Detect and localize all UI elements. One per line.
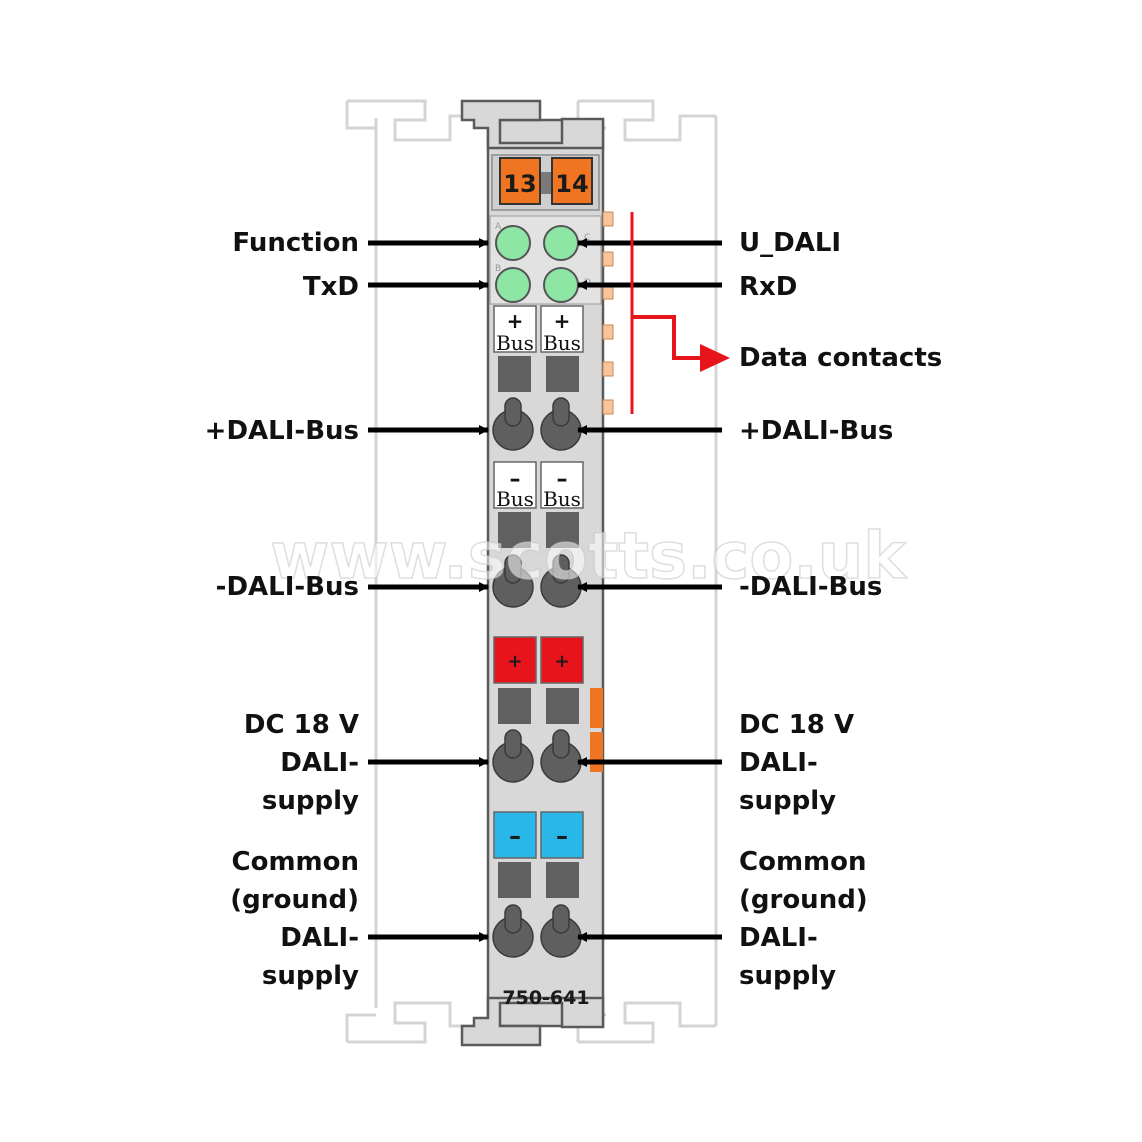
label-rxd: RxD bbox=[739, 272, 798, 302]
marker-plus-left-sign: + bbox=[507, 651, 522, 672]
watermark: www.scotts.co.uk bbox=[270, 520, 907, 594]
marker-plus-right-sign: + bbox=[554, 651, 569, 672]
marker-minus-left-sign: – bbox=[509, 822, 521, 850]
label-common-left-line-2: (ground) bbox=[230, 885, 359, 915]
terminal-tab-14 bbox=[551, 157, 593, 205]
release-button bbox=[546, 356, 579, 392]
marker-minus-bus-right bbox=[540, 461, 584, 509]
label-common-right-line-3: DALI- bbox=[739, 923, 818, 953]
clamp-supply-minus-left bbox=[492, 904, 534, 958]
label-common-right-line-1: Common bbox=[739, 847, 867, 877]
label-data-contacts: Data contacts bbox=[739, 343, 943, 373]
clamp-minus-dali-bus-right bbox=[540, 554, 582, 608]
label-common-right: Common (ground) DALI- supply bbox=[739, 843, 868, 995]
marker-minus-bus-left-text: Bus bbox=[496, 487, 534, 511]
label-common-left: Common (ground) DALI- supply bbox=[230, 843, 359, 995]
marker-minus-right-sign: – bbox=[556, 822, 568, 850]
label-supply-left-line-2: DALI- bbox=[280, 748, 359, 778]
marker-minus-bus-right-sign: – bbox=[557, 467, 568, 492]
led-u-dali bbox=[543, 225, 579, 261]
part-number: 750-641 bbox=[502, 987, 589, 1009]
terminal-module: 13 14 A B C D + Bus + Bus – bbox=[460, 99, 614, 1047]
label-supply-left-line-1: DC 18 V bbox=[243, 710, 359, 740]
label-minus-dali-bus-right: -DALI-Bus bbox=[739, 572, 883, 602]
label-common-right-line-4: supply bbox=[739, 961, 837, 991]
label-supply-right-line-2: DALI- bbox=[739, 748, 818, 778]
marker-plus-bus-right bbox=[540, 305, 584, 353]
marker-minus-bus-left bbox=[493, 461, 537, 509]
label-common-left-line-4: supply bbox=[261, 961, 359, 991]
terminal-number-13: 13 bbox=[503, 170, 536, 198]
clamp-plus-dali-bus-left bbox=[492, 397, 534, 451]
clamp-supply-plus-right bbox=[540, 729, 582, 783]
release-button bbox=[498, 512, 531, 548]
marker-minus-right bbox=[540, 811, 584, 859]
label-minus-dali-bus-left: -DALI-Bus bbox=[215, 572, 359, 602]
marker-minus-bus-right-text: Bus bbox=[543, 487, 581, 511]
label-supply-right-line-3: supply bbox=[739, 786, 837, 816]
power-jumper-contact bbox=[590, 732, 603, 772]
label-supply-left: DC 18 V DALI- supply bbox=[244, 706, 359, 820]
label-u-dali: U_DALI bbox=[739, 228, 842, 258]
marker-plus-bus-left-sign: + bbox=[507, 309, 524, 333]
release-button bbox=[546, 512, 579, 548]
label-txd: TxD bbox=[302, 272, 359, 302]
label-supply-left-line-3: supply bbox=[261, 786, 359, 816]
release-button bbox=[498, 688, 531, 724]
release-button bbox=[498, 862, 531, 898]
neighbour-module-left bbox=[345, 99, 474, 1044]
clamp-minus-dali-bus-left bbox=[492, 554, 534, 608]
release-button bbox=[546, 862, 579, 898]
arrows-left bbox=[368, 238, 489, 942]
led-function bbox=[495, 225, 531, 261]
release-button bbox=[546, 688, 579, 724]
clamp-plus-dali-bus-right bbox=[540, 397, 582, 451]
label-function: Function bbox=[232, 228, 359, 258]
marker-plus-bus-right-sign: + bbox=[554, 309, 571, 333]
label-common-right-line-2: (ground) bbox=[739, 885, 868, 915]
data-contacts-arrowhead bbox=[700, 344, 730, 372]
marker-minus-bus-left-sign: – bbox=[510, 467, 521, 492]
label-supply-right: DC 18 V DALI- supply bbox=[739, 706, 854, 820]
led-letter-a: A bbox=[495, 222, 502, 232]
clamp-supply-plus-left bbox=[492, 729, 534, 783]
led-rxd bbox=[543, 267, 579, 303]
label-supply-right-line-1: DC 18 V bbox=[739, 710, 855, 740]
release-button bbox=[498, 356, 531, 392]
marker-plus-bus-left bbox=[493, 305, 537, 353]
arrows-right bbox=[577, 238, 722, 942]
label-plus-dali-bus-left: +DALI-Bus bbox=[204, 416, 359, 446]
marker-plus-bus-right-text: Bus bbox=[543, 331, 581, 355]
label-plus-dali-bus-right: +DALI-Bus bbox=[739, 416, 894, 446]
led-txd bbox=[495, 267, 531, 303]
data-contacts-bracket bbox=[630, 212, 730, 414]
terminal-number-14: 14 bbox=[555, 170, 588, 198]
marker-plus-bus-left-text: Bus bbox=[496, 331, 534, 355]
terminal-tab-13 bbox=[499, 157, 541, 205]
label-common-left-line-3: DALI- bbox=[280, 923, 359, 953]
marker-minus-left bbox=[493, 811, 537, 859]
label-common-left-line-1: Common bbox=[231, 847, 360, 877]
power-jumper-contact bbox=[590, 688, 603, 728]
marker-plus-left bbox=[493, 636, 537, 684]
marker-plus-right bbox=[540, 636, 584, 684]
led-letter-b: B bbox=[495, 264, 501, 274]
wire-clamps bbox=[492, 397, 582, 958]
led-letter-c: C bbox=[584, 233, 590, 243]
